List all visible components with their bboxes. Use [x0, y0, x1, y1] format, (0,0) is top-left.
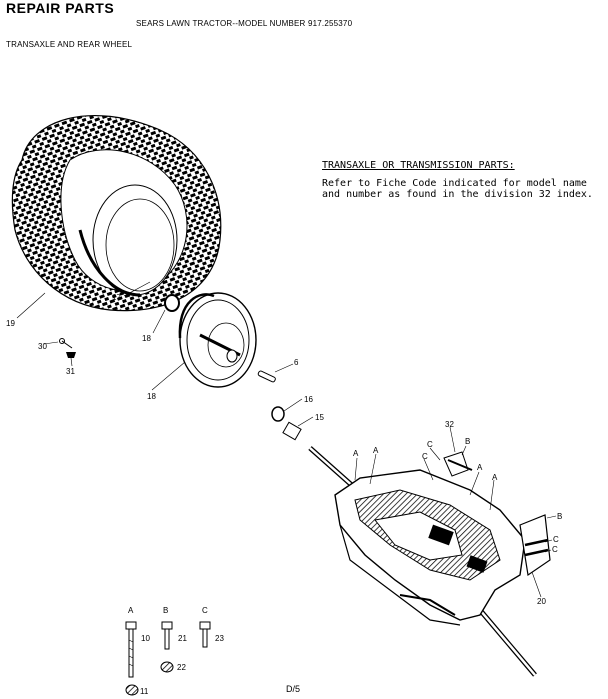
key-num-21: 21 — [178, 634, 187, 643]
callout-a-1: A — [353, 449, 359, 458]
callout-c-4: C — [552, 545, 558, 554]
section-title: TRANSAXLE AND REAR WHEEL — [6, 40, 133, 49]
callout-31: 31 — [66, 367, 75, 376]
washer-17 — [164, 294, 180, 312]
leader-lines — [16, 281, 557, 598]
callout-20: 20 — [537, 597, 546, 606]
bolt-23 — [199, 621, 211, 648]
rear-tire — [11, 115, 222, 312]
callout-17: 17 — [112, 293, 121, 302]
screw-30 — [59, 338, 73, 349]
bolt-21 — [161, 621, 173, 650]
callout-b-1: B — [465, 437, 470, 446]
note-body: Refer to Fiche Code indicated for model … — [322, 178, 593, 200]
key-num-22: 22 — [177, 663, 186, 672]
bracket-32 — [443, 451, 473, 477]
key-6 — [257, 370, 276, 383]
callout-15: 15 — [315, 413, 324, 422]
key-num-23: 23 — [215, 634, 224, 643]
wheel-rim — [178, 292, 257, 388]
page-title: REPAIR PARTS — [6, 0, 115, 16]
callout-a-3: A — [477, 463, 483, 472]
key-label-b: B — [163, 606, 168, 615]
callout-6: 6 — [294, 358, 299, 367]
transaxle-housing — [334, 469, 526, 626]
transaxle-note: TRANSAXLE OR TRANSMISSION PARTS: Refer t… — [322, 160, 606, 200]
callout-18-lower: 18 — [147, 392, 156, 401]
washer-16 — [271, 406, 285, 422]
key-label-c: C — [202, 606, 208, 615]
callout-30: 30 — [38, 342, 47, 351]
note-heading: TRANSAXLE OR TRANSMISSION PARTS: — [322, 160, 515, 171]
callout-19: 19 — [6, 319, 15, 328]
callout-a-4: A — [492, 473, 498, 482]
bolt-10 — [125, 621, 137, 678]
callout-c-1: C — [427, 440, 433, 449]
hardware-key: A B C 10 21 23 22 — [125, 606, 224, 696]
callout-a-2: A — [373, 446, 379, 455]
nut-11 — [125, 684, 139, 696]
bracket-20 — [519, 514, 551, 577]
callout-16: 16 — [304, 395, 313, 404]
nut-31 — [66, 352, 76, 358]
callouts: 19 17 18 18 30 31 6 16 15 32 20 A A A A … — [6, 293, 562, 606]
callout-c-2: C — [422, 452, 428, 461]
callout-c-3: C — [553, 535, 559, 544]
nut-22 — [160, 661, 174, 673]
callout-18-upper: 18 — [142, 334, 151, 343]
page-number: D/5 — [286, 684, 301, 694]
key-num-11: 11 — [140, 687, 149, 696]
callout-32: 32 — [445, 420, 454, 429]
model-subtitle: SEARS LAWN TRACTOR--MODEL NUMBER 917.255… — [136, 19, 353, 28]
key-label-a: A — [128, 606, 134, 615]
spacer-15 — [282, 421, 302, 441]
key-num-10: 10 — [141, 634, 150, 643]
callout-b-2: B — [557, 512, 562, 521]
